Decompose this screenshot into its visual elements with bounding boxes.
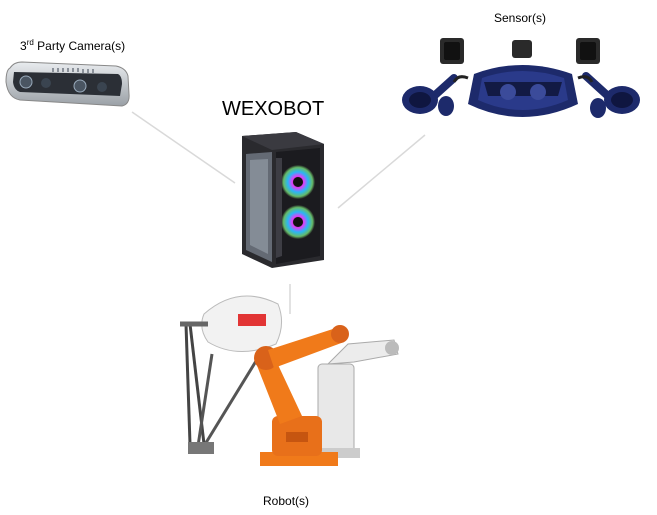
left-controller-icon	[402, 78, 454, 116]
right-controller-icon	[586, 76, 640, 118]
camera-label-sup: rd	[27, 38, 34, 47]
camera-label-num: 3	[20, 39, 27, 53]
camera-label: 3rd Party Camera(s)	[20, 38, 125, 53]
connector-camera	[132, 112, 235, 183]
robot-label: Robot(s)	[263, 494, 309, 508]
camera-label-rest: Party Camera(s)	[34, 39, 125, 53]
wexobot-title: WEXOBOT	[222, 98, 324, 121]
industrial-robots-icon	[168, 284, 408, 476]
connector-sensor	[338, 135, 425, 208]
depth-camera-icon	[2, 54, 132, 114]
pc-tower-icon	[232, 130, 332, 270]
sensor-label: Sensor(s)	[494, 11, 546, 25]
vr-headset-icon	[398, 34, 646, 126]
white-robot-arm-icon	[314, 340, 399, 458]
base-station-icon	[440, 38, 464, 64]
base-station-icon	[576, 38, 600, 64]
